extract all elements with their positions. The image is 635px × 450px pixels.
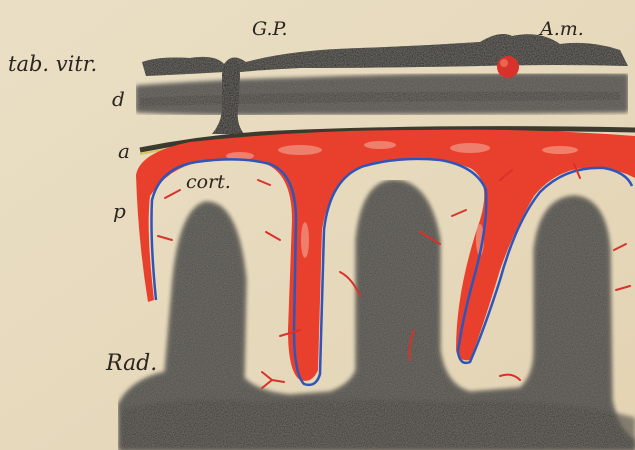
label-a: a	[118, 139, 130, 163]
label-am: A.m.	[538, 18, 584, 40]
am-nodule	[497, 56, 519, 78]
label-d: d	[112, 87, 125, 111]
label-gp: G.P.	[252, 18, 288, 40]
label-tab-vitr: tab. vitr.	[8, 52, 97, 76]
label-p: p	[113, 199, 126, 223]
am-nodule-highlight	[500, 59, 508, 67]
label-rad: Rad.	[105, 351, 157, 376]
rad-bone-base	[118, 400, 635, 450]
label-cort: cort.	[186, 171, 231, 193]
bone-radiation-mass	[118, 180, 635, 450]
